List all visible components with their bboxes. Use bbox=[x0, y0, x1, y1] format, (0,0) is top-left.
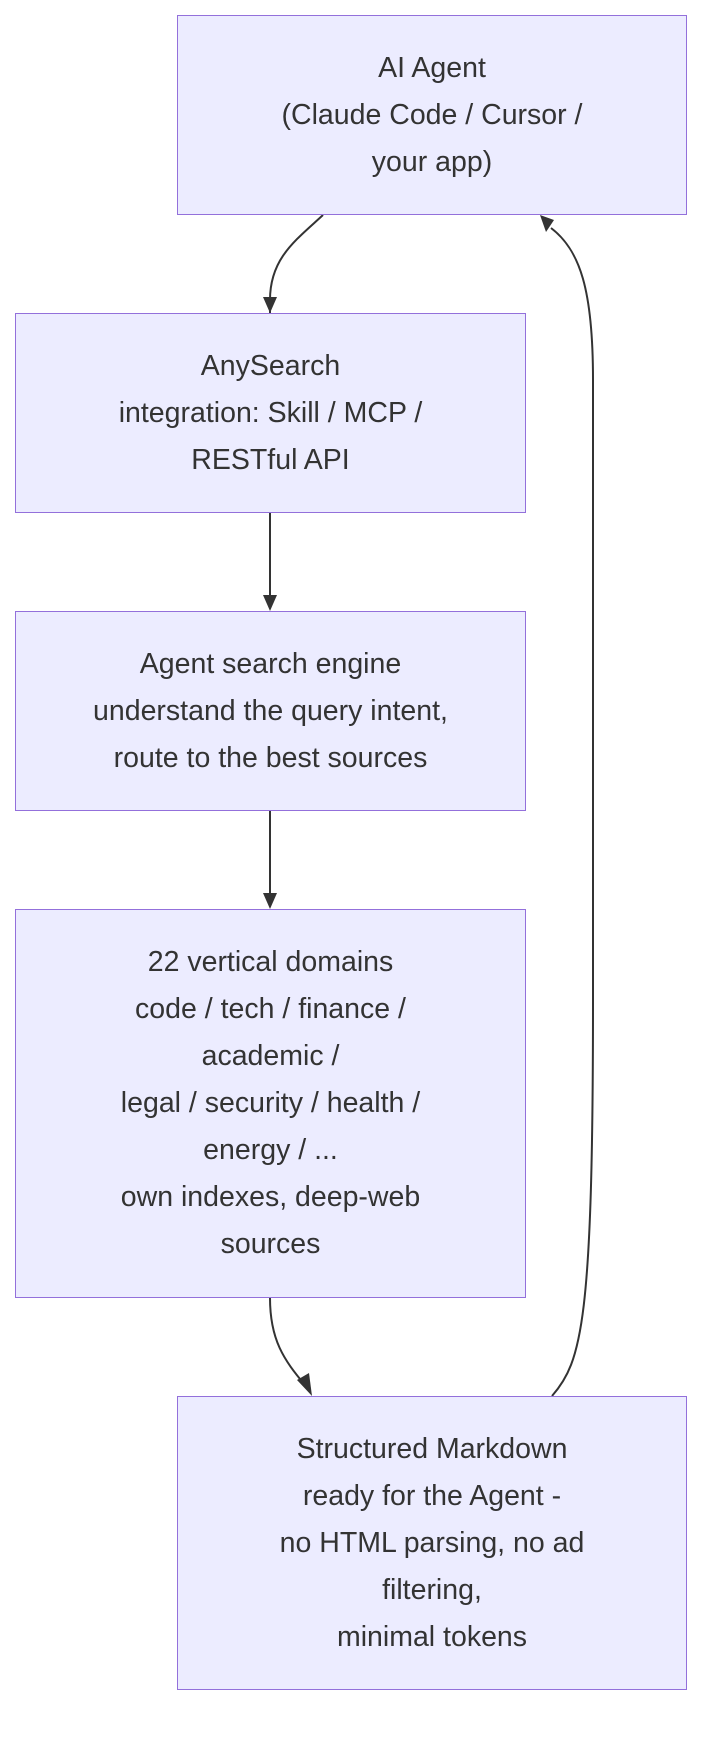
node-markdown-line-1: Structured Markdown bbox=[296, 1432, 568, 1465]
node-ai-agent-line-1: AI Agent bbox=[378, 51, 486, 84]
arrowhead-markdown-to-agent bbox=[540, 215, 554, 232]
arrowhead-anysearch-to-engine bbox=[263, 595, 277, 611]
arrowhead-domains-to-markdown bbox=[297, 1373, 312, 1396]
node-agent-search-engine: Agent search engine understand the query… bbox=[15, 611, 526, 811]
node-ai-agent: AI Agent (Claude Code / Cursor / your ap… bbox=[177, 15, 687, 215]
node-markdown-line-4: filtering, bbox=[382, 1573, 482, 1606]
node-markdown-line-2: ready for the Agent - bbox=[302, 1479, 562, 1512]
node-markdown-line-5: minimal tokens bbox=[336, 1620, 528, 1653]
node-domains-line-7: sources bbox=[220, 1228, 321, 1260]
edge-domains-to-markdown bbox=[269, 1297, 306, 1386]
node-anysearch: AnySearch integration: Skill / MCP / RES… bbox=[15, 313, 526, 513]
arrowhead-agent-to-anysearch bbox=[263, 297, 277, 313]
node-structured-markdown: Structured Markdown ready for the Agent … bbox=[177, 1396, 687, 1690]
node-domains-line-2: code / tech / finance / bbox=[135, 993, 406, 1025]
node-engine-line-1: Agent search engine bbox=[139, 647, 402, 680]
node-anysearch-line-3: RESTful API bbox=[191, 443, 350, 476]
node-vertical-domains: 22 vertical domains code / tech / financ… bbox=[15, 909, 526, 1298]
node-domains-line-1: 22 vertical domains bbox=[147, 946, 394, 978]
node-ai-agent-line-3: your app) bbox=[371, 145, 493, 178]
arrowhead-engine-to-domains bbox=[263, 893, 277, 909]
node-domains-line-3: academic / bbox=[201, 1040, 340, 1072]
node-anysearch-line-1: AnySearch bbox=[200, 349, 341, 382]
edge-agent-to-anysearch bbox=[269, 214, 324, 313]
node-engine-line-2: understand the query intent, bbox=[93, 694, 448, 727]
node-domains-line-4: legal / security / health / bbox=[120, 1087, 421, 1119]
node-markdown-line-3: no HTML parsing, no ad bbox=[279, 1526, 585, 1559]
node-anysearch-line-2: integration: Skill / MCP / bbox=[118, 396, 423, 429]
node-domains-line-5: energy / ... bbox=[203, 1134, 338, 1166]
node-engine-line-3: route to the best sources bbox=[113, 741, 428, 774]
node-ai-agent-line-2: (Claude Code / Cursor / bbox=[281, 98, 583, 131]
node-domains-line-6: own indexes, deep-web bbox=[120, 1181, 421, 1213]
edge-markdown-to-agent bbox=[550, 227, 594, 1397]
